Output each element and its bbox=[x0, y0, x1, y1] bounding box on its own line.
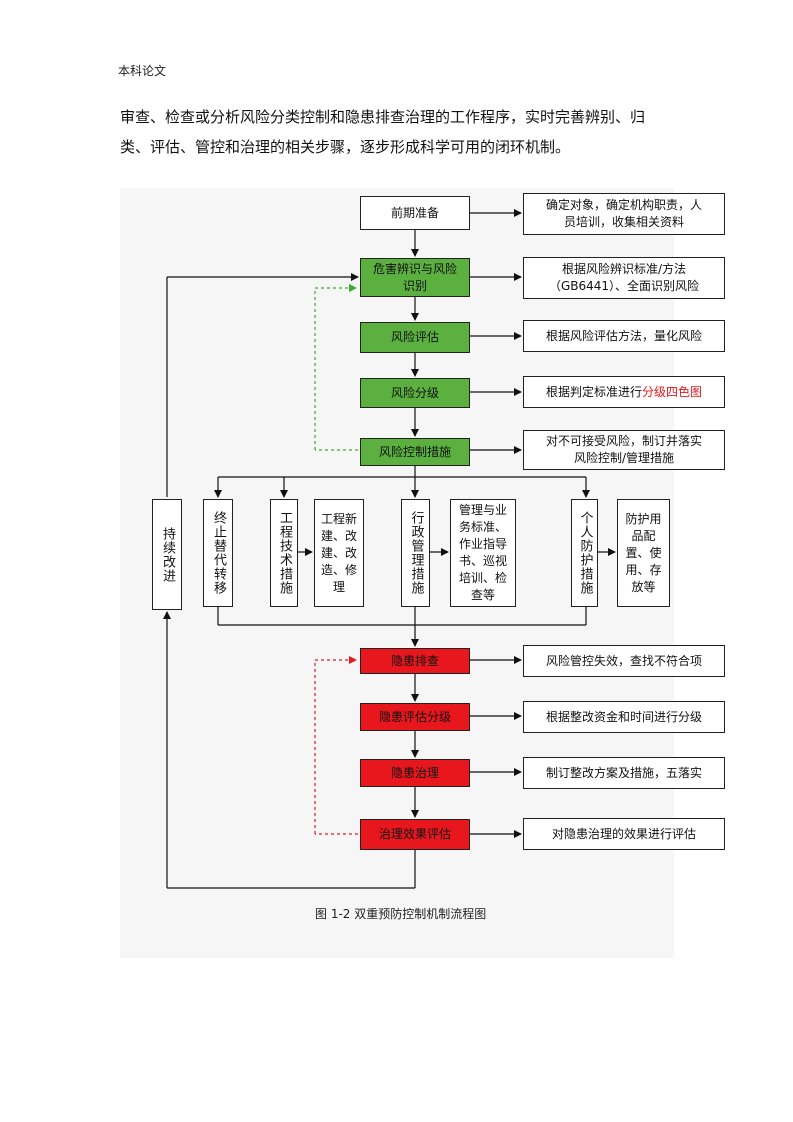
note-line: 建、改 bbox=[320, 545, 357, 560]
step-remediation-evaluation: 治理效果评估 bbox=[360, 819, 470, 850]
note-hazard-identification: 根据风险辨识标准/方法 （GB6441）、全面识别风险 bbox=[523, 257, 725, 299]
page-header: 本科论文 bbox=[118, 64, 167, 78]
note-line: 培训、检 bbox=[458, 571, 507, 585]
step-hazard-remediation: 隐患治理 bbox=[360, 759, 470, 787]
figure-caption: 图 1-2 双重预防控制机制流程图 bbox=[315, 907, 487, 921]
note-risk-control: 对不可接受风险，制订并落实风险控制/管理措施 bbox=[523, 430, 725, 470]
note-line: 风险控制/管理措施 bbox=[573, 451, 675, 465]
note-remediation-evaluation: 对隐患治理的效果进行评估 bbox=[523, 818, 725, 850]
step-risk-grading: 风险分级 bbox=[360, 378, 470, 408]
step-preparation: 前期准备 bbox=[360, 196, 470, 230]
paragraph-line: 审查、检查或分析风险分类控制和隐患排查治理的工作程序，实时完善辨别、归 bbox=[120, 108, 646, 126]
measure-personal-protection-note: 防护用 品配 置、使 用、存 放等 bbox=[617, 499, 670, 607]
note-line: 确定对象，确定机构职责，人 bbox=[545, 198, 702, 212]
note-line: 工程新 bbox=[320, 511, 357, 526]
step-line: 危害辨识与风险 bbox=[372, 261, 457, 276]
measure-engineering: 工程技术措施 bbox=[270, 499, 298, 607]
note-preparation: 确定对象，确定机构职责，人员培训，收集相关资料 bbox=[523, 193, 725, 235]
note-line: 查等 bbox=[470, 588, 495, 602]
measure-engineering-note: 工程新 建、改 建、改 造、修 理 bbox=[314, 499, 364, 607]
note-line: 理 bbox=[332, 579, 345, 594]
note-risk-grading: 根据判定标准进行分级四色图 bbox=[523, 376, 725, 408]
step-line: 识别 bbox=[402, 278, 427, 293]
measure-administrative: 行政管理措施 bbox=[401, 499, 430, 607]
note-line: 用、存 bbox=[625, 562, 662, 577]
note-line: 书、巡视 bbox=[458, 554, 507, 568]
note-line: 防护用 bbox=[625, 511, 662, 526]
note-line: 务标准、 bbox=[458, 520, 507, 534]
step-hazard-grading: 隐患评估分级 bbox=[360, 703, 470, 731]
note-line: 根据风险辨识标准/方法 bbox=[561, 262, 687, 276]
measure-elimination: 终止替代转移 bbox=[203, 499, 233, 607]
note-line: 品配 bbox=[631, 528, 656, 543]
body-paragraph: 审查、检查或分析风险分类控制和隐患排查治理的工作程序，实时完善辨别、归 类、评估… bbox=[120, 102, 720, 162]
note-line: 管理与业 bbox=[458, 503, 507, 517]
step-hazard-identification: 危害辨识与风险识别 bbox=[360, 258, 470, 297]
note-line: 作业指导 bbox=[458, 537, 507, 551]
step-risk-assessment: 风险评估 bbox=[360, 322, 470, 353]
note-hazard-investigation: 风险管控失效，查找不符合项 bbox=[523, 645, 725, 677]
step-risk-control: 风险控制措施 bbox=[360, 438, 470, 466]
paragraph-line: 类、评估、管控和治理的相关步骤，逐步形成科学可用的闭环机制。 bbox=[120, 138, 571, 156]
note-risk-assessment: 根据风险评估方法，量化风险 bbox=[523, 320, 725, 352]
note-hazard-remediation: 制订整改方案及措施，五落实 bbox=[523, 757, 725, 789]
note-text: 根据判定标准进行 bbox=[545, 384, 642, 399]
note-line: 建、改 bbox=[320, 528, 357, 543]
measure-personal-protection: 个人防护措施 bbox=[571, 499, 598, 607]
continuous-improvement: 持续改进 bbox=[152, 499, 182, 610]
note-line: 对不可接受风险，制订并落实 bbox=[545, 434, 702, 448]
note-line: 员培训，收集相关资料 bbox=[563, 215, 684, 229]
note-line: 造、修 bbox=[320, 562, 357, 577]
note-line: （GB6441）、全面识别风险 bbox=[548, 279, 700, 293]
note-line: 置、使 bbox=[625, 545, 662, 560]
measure-administrative-note: 管理与业 务标准、 作业指导 书、巡视 培训、检 查等 bbox=[450, 499, 516, 607]
step-hazard-investigation: 隐患排查 bbox=[360, 648, 470, 674]
note-line: 放等 bbox=[631, 579, 656, 594]
note-highlight: 分级四色图 bbox=[642, 384, 703, 399]
note-hazard-grading: 根据整改资金和时间进行分级 bbox=[523, 701, 725, 733]
